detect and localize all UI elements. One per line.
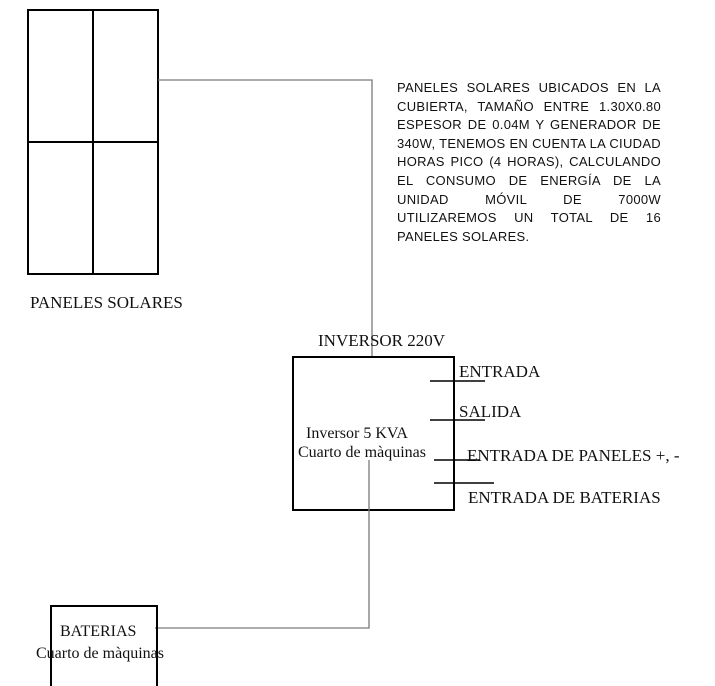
port-label-panel-input: ENTRADA DE PANELES +, - (467, 446, 680, 465)
battery-location: Cuarto de màquinas (36, 645, 164, 662)
port-label-output: SALIDA (459, 402, 522, 421)
port-label-input: ENTRADA (459, 362, 541, 381)
inverter-to-battery-wire (155, 460, 370, 629)
inverter-title: INVERSOR 220V (318, 331, 446, 350)
port-label-battery-input: ENTRADA DE BATERIAS (468, 488, 661, 507)
battery-title: BATERIAS (60, 623, 137, 640)
battery-box (50, 605, 158, 686)
description-text: PANELES SOLARES UBICADOS EN LA CUBIERTA,… (397, 80, 661, 244)
inverter-location: Cuarto de màquinas (298, 444, 426, 461)
inverter-model: Inversor 5 KVA (306, 425, 408, 442)
inverter-box (292, 356, 455, 511)
solar-panels-label: PANELES SOLARES (30, 293, 183, 312)
panel-to-inverter-wire (158, 79, 373, 358)
solar-panel-array (27, 9, 159, 275)
